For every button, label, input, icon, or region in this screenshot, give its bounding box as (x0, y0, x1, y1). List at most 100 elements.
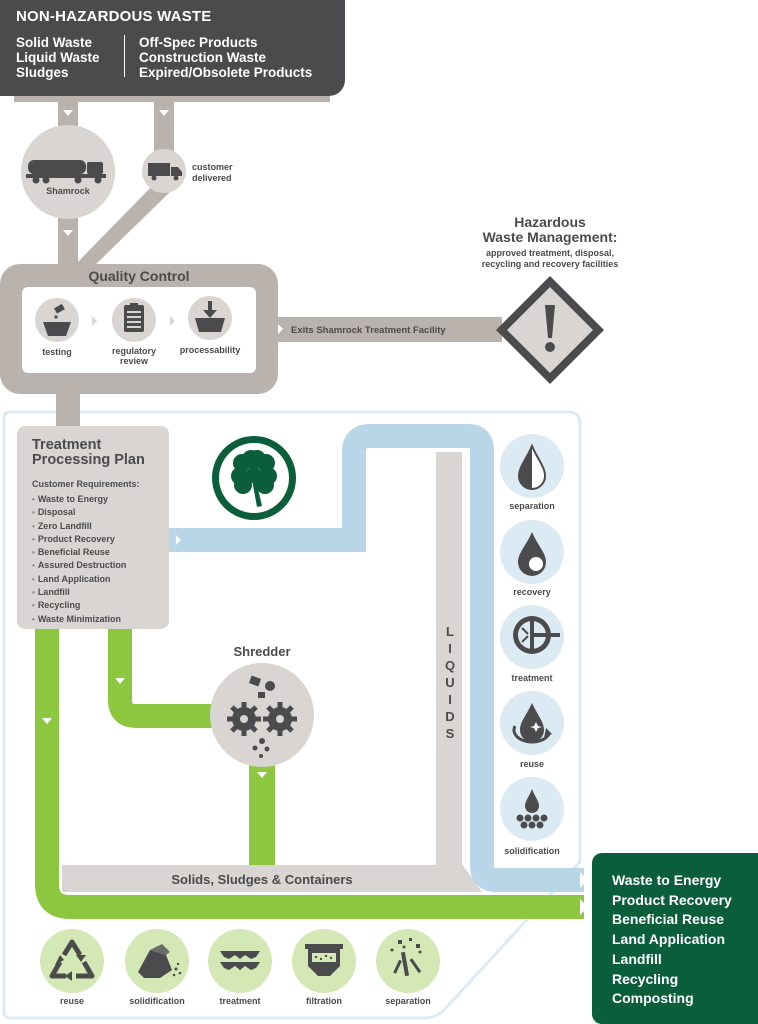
header-item: Construction Waste (139, 50, 267, 65)
liquids-letter: I (448, 641, 452, 656)
clarifier-icon (513, 616, 560, 654)
list-item: Waste to Energy (612, 872, 722, 888)
liquid-recovery-label: recovery (513, 587, 551, 597)
drop-reuse-icon (512, 703, 552, 744)
liquids-letter: S (446, 726, 455, 741)
solid-treatment-circle (208, 929, 272, 993)
facility-boundary (2, 410, 582, 1020)
header-bar (14, 94, 330, 102)
header-columns: Solid Waste Liquid Waste Sludges Off-Spe… (16, 35, 345, 80)
treatment-plan-box: Treatment Processing Plan Customer Requi… (17, 426, 169, 629)
solid-treatment-label: treatment (219, 996, 260, 1006)
liquid-treatment-label: treatment (511, 673, 552, 683)
list-item: Beneficial Reuse (612, 911, 725, 928)
exit-arrow (278, 324, 283, 334)
solid-flow-shredder-in (108, 628, 214, 728)
liquids-letter: Q (445, 658, 455, 673)
solid-flow-main (35, 628, 584, 919)
header-right-column: Off-Spec Products Construction Waste Exp… (139, 35, 312, 80)
hazardous-desc-1: approved treatment, disposal, (486, 248, 614, 258)
liquid-arrow-1 (176, 535, 181, 545)
testing-label: testing (42, 347, 72, 357)
header-left-column: Solid Waste Liquid Waste Sludges (16, 35, 124, 80)
testing-icon (43, 303, 71, 336)
pipe-arrow-3 (63, 230, 73, 236)
pipe-qc-to-plan (56, 392, 80, 428)
shredder-icon (227, 675, 297, 758)
header-item: Liquid Waste (16, 50, 100, 65)
drop-half-icon (517, 443, 547, 490)
drop-solid-icon (516, 789, 548, 829)
recycle-arrow-heads (55, 955, 86, 981)
regulatory-label-1: regulatory (112, 346, 156, 356)
shamrock-icon (231, 450, 277, 507)
non-hazardous-waste-header: NON-HAZARDOUS WASTE Solid Waste Liquid W… (0, 0, 345, 96)
solid-separation-label: separation (385, 996, 431, 1006)
solid-solidification-label: solidification (129, 996, 185, 1006)
plan-subtitle: Customer Requirements: (32, 479, 140, 489)
liquid-arrow-4 (580, 872, 588, 888)
liquids-letter: U (445, 675, 454, 690)
header-item: Sludges (16, 65, 69, 80)
list-item: Zero Landfill (32, 520, 169, 533)
box-truck-icon (148, 163, 182, 181)
liquid-solidification-label: solidification (504, 846, 560, 856)
pipe-customer-top (154, 100, 174, 158)
outcomes-list: Waste to Energy Product Recovery Benefic… (612, 871, 758, 1009)
liquid-separation-label: separation (509, 501, 555, 511)
list-item: Recycling (612, 970, 679, 987)
drop-recovery-icon (518, 532, 546, 576)
shredder-title: Shredder (233, 644, 290, 659)
list-item: Waste Minimization (32, 613, 169, 626)
liquids-letter: D (445, 709, 454, 724)
list-item: Recycling (32, 599, 169, 612)
exclamation-icon (545, 305, 555, 352)
solid-reuse-circle (40, 929, 104, 993)
filtration-icon (305, 944, 343, 976)
plan-title-2: Processing Plan (32, 452, 145, 468)
list-item: Waste to Energy (32, 493, 169, 506)
liquids-label: L I Q U I D S (445, 624, 455, 741)
plan-title-1: Treatment (32, 437, 102, 453)
tanker-truck-icon (26, 160, 106, 184)
plan-requirements-list: Waste to Energy Disposal Zero Landfill P… (32, 493, 169, 626)
treatment-trays-icon (220, 951, 260, 970)
pipe-customer-diagonal (72, 182, 170, 268)
liquids-pipe-gray (436, 452, 482, 892)
solid-arrow-1 (42, 718, 52, 724)
list-item: Beneficial Reuse (32, 546, 169, 559)
processability-icon (195, 301, 225, 332)
shredder-circle (210, 663, 314, 767)
liquid-arrow-3 (494, 810, 499, 820)
processability-label: processability (180, 345, 241, 355)
list-item: Landfill (612, 950, 662, 967)
customer-delivered-label-2: delivered (192, 173, 232, 183)
liquid-reuse-label: reuse (520, 759, 544, 769)
recycle-icon (49, 939, 95, 979)
solid-arrow-2 (115, 678, 125, 684)
solid-separation-circle (376, 929, 440, 993)
list-item: Composting (612, 990, 694, 1007)
list-item: Product Recovery (612, 891, 732, 908)
pipe-arrow-2 (159, 110, 169, 116)
solids-bar (62, 865, 458, 892)
testing-circle (35, 298, 79, 342)
header-title: NON-HAZARDOUS WASTE (16, 8, 212, 25)
customer-delivered-label-1: customer (192, 162, 233, 172)
shamrock-truck-label: Shamrock (46, 186, 91, 196)
liquid-flow-pipe (168, 424, 584, 892)
qc-arrow-1 (92, 316, 97, 326)
solid-arrow-4 (580, 899, 588, 915)
separation-icon (390, 938, 422, 977)
regulatory-label-2: review (120, 356, 149, 366)
list-item: Landfill (32, 586, 169, 599)
hazardous-desc-2: recycling and recovery facilities (482, 259, 619, 269)
list-item: Disposal (32, 506, 169, 519)
quality-control-title: Quality Control (88, 268, 189, 284)
liquid-arrow-2 (494, 460, 499, 470)
solid-reuse-label: reuse (60, 996, 84, 1006)
clipboard-icon (124, 303, 144, 332)
list-item: Assured Destruction (32, 559, 169, 572)
